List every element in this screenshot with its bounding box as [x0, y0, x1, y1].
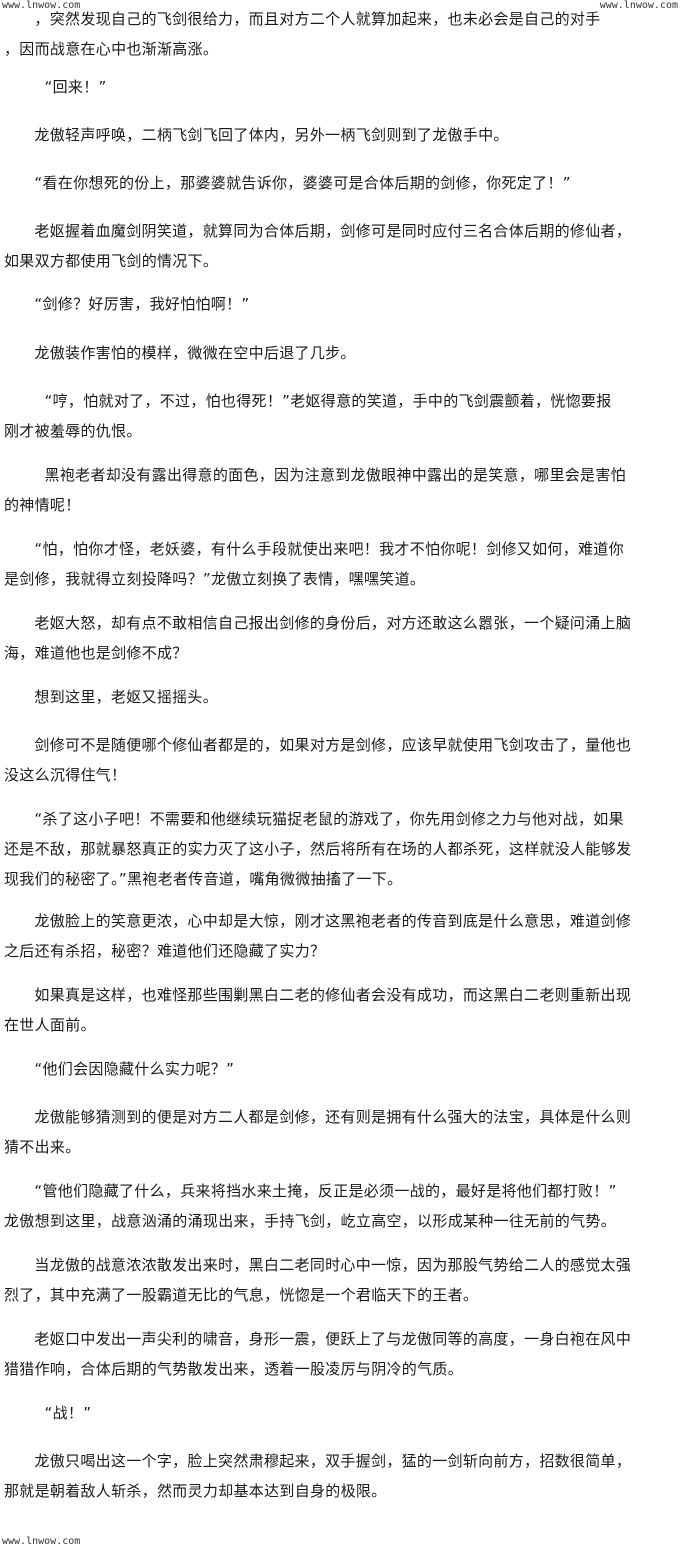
paragraph: 想到这里，老妪又摇摇头。 — [4, 688, 219, 706]
paragraph: ，突然发现自己的飞剑很给力，而且对方二个人就算加起来，也未必会是自己的对手 ，因… — [4, 10, 601, 58]
paragraph: “回来！” — [4, 78, 107, 96]
paragraph: 剑修可不是随便哪个修仙者都是的，如果对方是剑修，应该早就使用飞剑攻击了，量他也 … — [4, 736, 632, 784]
paragraph: “管他们隐藏了什么，兵来将挡水来土掩，反正是必须一战的，最好是将他们都打败！” … — [4, 1182, 617, 1230]
paragraph: “战！” — [4, 1404, 92, 1422]
paragraph: “他们会因隐藏什么实力呢？” — [4, 1060, 235, 1078]
paragraph: “哼，怕就对了，不过，怕也得死！”老妪得意的笑道，手中的飞剑震颤着，恍惚要报 刚… — [4, 392, 612, 440]
paragraph: 老妪口中发出一声尖利的啸音，身形一震，便跃上了与龙傲同等的高度，一身白袍在风中 … — [4, 1330, 632, 1378]
paragraph: 如果真是这样，也难怪那些围剿黑白二老的修仙者会没有成功，而这黑白二老则重新出现 … — [4, 986, 632, 1034]
paragraph: 龙傲只喝出这一个字，脸上突然肃穆起来，双手握剑，猛的一剑斩向前方，招数很简单， … — [4, 1452, 632, 1500]
paragraph: 龙傲轻声呼唤，二柄飞剑飞回了体内，另外一柄飞剑则到了龙傲手中。 — [4, 126, 509, 144]
paragraph: 老妪大怒，却有点不敢相信自己报出剑修的身份后，对方还敢这么嚣张，一个疑问涌上脑 … — [4, 614, 632, 662]
paragraph: “剑修？好厉害，我好怕怕啊！” — [4, 295, 250, 313]
paragraph: 黑袍老者却没有露出得意的面色，因为注意到龙傲眼神中露出的是笑意，哪里会是害怕 的… — [4, 466, 626, 514]
paragraph: “怕，怕你才怪，老妖婆，有什么手段就使出来吧！我才不怕你呢！剑修又如何，难道你 … — [4, 540, 624, 588]
paragraph: 龙傲脸上的笑意更浓，心中却是大惊，刚才这黑袍老者的传音到底是什么意思，难道剑修 … — [4, 912, 632, 960]
watermark-top-left: www.lnwow.com — [2, 0, 81, 11]
watermark-top-right: www.lnwow.com — [599, 0, 678, 11]
paragraph: “看在你想死的份上，那婆婆就告诉你，婆婆可是合体后期的剑修，你死定了！” — [4, 174, 571, 192]
paragraph: 龙傲能够猜测到的便是对方二人都是剑修，还有则是拥有什么强大的法宝，具体是什么则 … — [4, 1108, 632, 1156]
paragraph: 当龙傲的战意浓浓散发出来时，黑白二老同时心中一惊，因为那股气势给二人的感觉太强 … — [4, 1256, 632, 1304]
paragraph: “杀了这小子吧！不需要和他继续玩猫捉老鼠的游戏了，你先用剑修之力与他对战，如果 … — [4, 810, 632, 888]
paragraph: 龙傲装作害怕的模样，微微在空中后退了几步。 — [4, 344, 356, 362]
paragraph: 老妪握着血魔剑阴笑道，就算同为合体后期，剑修可是同时应付三名合体后期的修仙者， … — [4, 222, 632, 270]
watermark-bottom-left: www.lnwow.com — [2, 1536, 81, 1547]
